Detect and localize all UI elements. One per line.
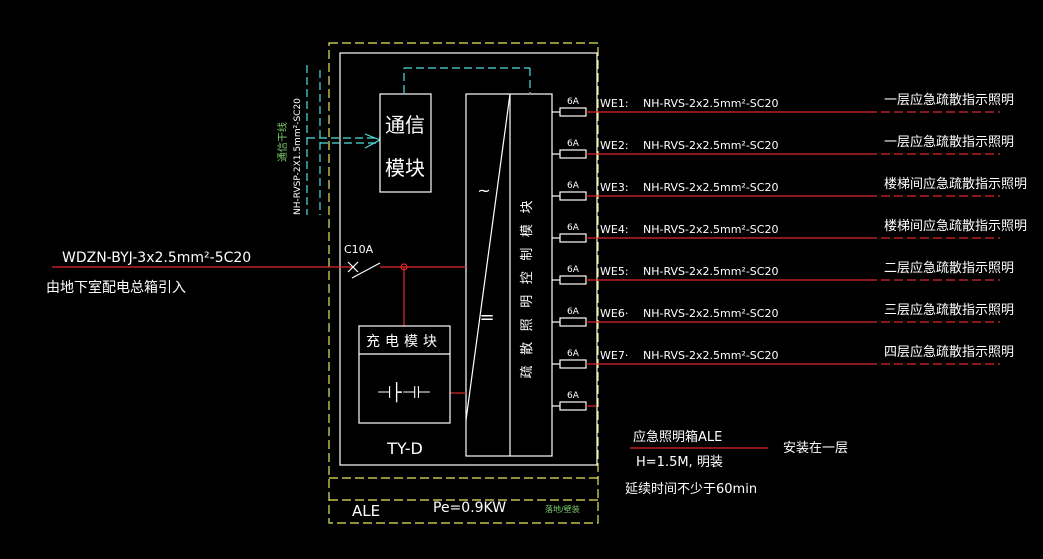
note-location: 安装在一层 [783,441,848,456]
controller-char: 照 [520,318,535,331]
breaker-label: C10A [344,243,374,256]
power-rating: Pe=0.9KW [433,500,506,516]
circuit-id: WE4: [600,223,629,236]
comm-module-line2: 模块 [385,156,425,180]
fuse-rating: 6A [567,391,580,401]
box-model: TY-D [386,439,423,458]
controller-char: 控 [520,271,535,284]
incoming-cable: WDZN-BYJ-3x2.5mm²-5C20 [62,250,251,266]
circuit-id: WE3: [600,181,629,194]
note-height: H=1.5M, 明装 [636,455,723,470]
comm-arrow [364,133,381,149]
fuse-rating: 6A [567,223,580,233]
fuse-rating: 6A [567,307,580,317]
circuit-cable: NH-RVS-2x2.5mm²-SC20 [643,307,778,320]
circuit-cable: NH-RVS-2x2.5mm²-SC20 [643,97,778,110]
controller-char: 块 [520,200,535,213]
controller-module [465,93,553,457]
controller-tilde: ~ [477,181,490,200]
circuit-id: WE1: [600,97,629,110]
controller-char: 明 [520,295,535,308]
controller-eq: = [479,307,494,328]
incoming-source: 由地下室配电总箱引入 [46,279,186,296]
comm-trunk-label: 通信干线 [276,122,289,162]
box-name: ALE [352,502,380,520]
circuit-description: 二层应急疏散指示照明 [884,260,1014,276]
comm-trunk-cable: NH-RVSP-2X1.5mm²-SC20 [293,98,303,215]
mount-type-small: 落地/壁装 [545,504,580,514]
controller-char: 模 [520,224,535,237]
circuit-cable: NH-RVS-2x2.5mm²-SC20 [643,223,778,236]
circuit-description: 楼梯间应急疏散指示照明 [884,176,1027,192]
charging-module-title: 充电模块 [366,334,442,350]
circuit-description: 一层应急疏散指示照明 [884,92,1014,108]
charging-module [358,325,451,424]
inner-panel [339,52,598,466]
enclosure-outline [328,42,599,524]
circuit-cable: NH-RVS-2x2.5mm²-SC20 [643,265,778,278]
circuit-description: 四层应急疏散指示照明 [884,344,1014,360]
breaker-symbol [347,261,381,279]
circuit-cable: NH-RVS-2x2.5mm²-SC20 [643,181,778,194]
incoming-feeder [52,266,466,394]
circuit-id: WE2: [600,139,629,152]
fuse-rating: 6A [567,265,580,275]
circuit-cable: NH-RVS-2x2.5mm²-SC20 [643,139,778,152]
note-box-name: 应急照明箱ALE [633,429,722,445]
fuse-rating: 6A [567,181,580,191]
controller-char: 制 [520,248,535,261]
note-duration: 延续时间不少于60min [625,482,757,497]
circuit-description: 一层应急疏散指示照明 [884,134,1014,150]
connection-node [400,263,408,271]
fuse-rating: 6A [567,349,580,359]
comm-module-line1: 通信 [385,113,425,137]
controller-char: 散 [520,342,535,355]
circuit-id: WE6· [600,307,628,320]
fuse-rating: 6A [567,97,580,107]
circuit-cable: NH-RVS-2x2.5mm²-SC20 [643,349,778,362]
battery-symbol: ⊣├⊣⊢ [377,382,432,403]
circuit-description: 三层应急疏散指示照明 [884,302,1014,318]
circuit-id: WE5: [600,265,629,278]
fuse-rating: 6A [567,139,580,149]
circuit-description: 楼梯间应急疏散指示照明 [884,218,1027,234]
comm-module-box [379,93,432,193]
circuit-id: WE7· [600,349,628,362]
controller-char: 疏 [520,365,535,378]
comm-lines [306,65,531,215]
